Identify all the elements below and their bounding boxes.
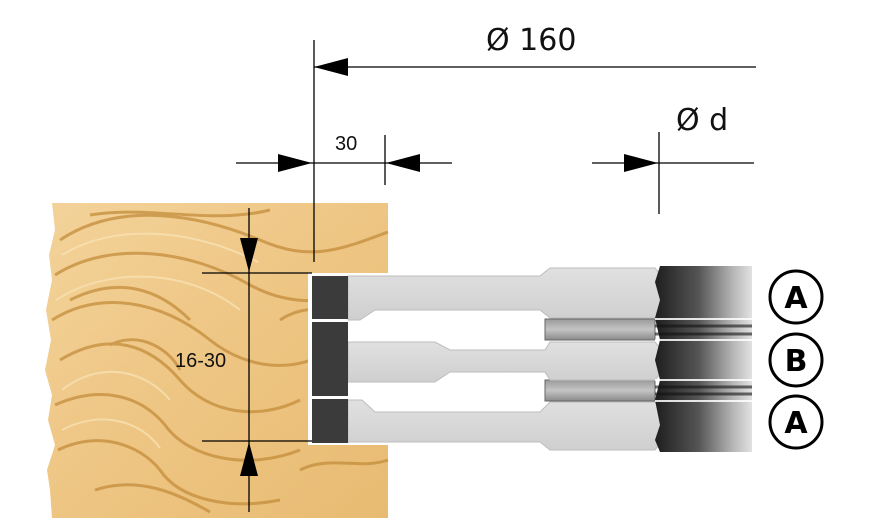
outer-diameter-label: Ø 160 [486, 23, 576, 58]
wood-block [45, 203, 388, 518]
spacer-ring-2 [544, 379, 656, 402]
arrow-bore [624, 154, 658, 172]
badge-a-bottom-label: A [784, 406, 808, 441]
hub-grooves [655, 318, 752, 402]
badge-a-bottom: A [768, 394, 824, 450]
arrow-diameter [314, 58, 348, 76]
tooth-a-bottom [312, 399, 348, 443]
cut-height-label: 16-30 [175, 350, 226, 372]
cutter-assembly [312, 266, 752, 452]
wood-grain-light [55, 232, 259, 449]
badge-b-label: B [785, 344, 808, 379]
arrow-height-bottom [240, 442, 258, 476]
hub-dark-bands [655, 324, 752, 396]
arrow-height-top [240, 238, 258, 272]
badge-a-top-label: A [784, 281, 808, 316]
blade-a-bottom [347, 399, 666, 451]
badge-b: B [768, 332, 824, 388]
tooth-a-top [312, 276, 348, 319]
badge-a-top: A [768, 269, 824, 325]
dimension-arrows [240, 58, 658, 476]
arrow-depth-left [278, 154, 312, 172]
tooth-b [312, 322, 348, 396]
cutter-hub [655, 266, 752, 452]
spacer-ring-1 [544, 318, 656, 341]
blade-a-top [347, 267, 666, 321]
arrow-depth-right [386, 154, 420, 172]
blade-b-middle [347, 341, 663, 383]
cut-depth-label: 30 [335, 133, 357, 155]
bore-label: Ø d [676, 103, 728, 138]
